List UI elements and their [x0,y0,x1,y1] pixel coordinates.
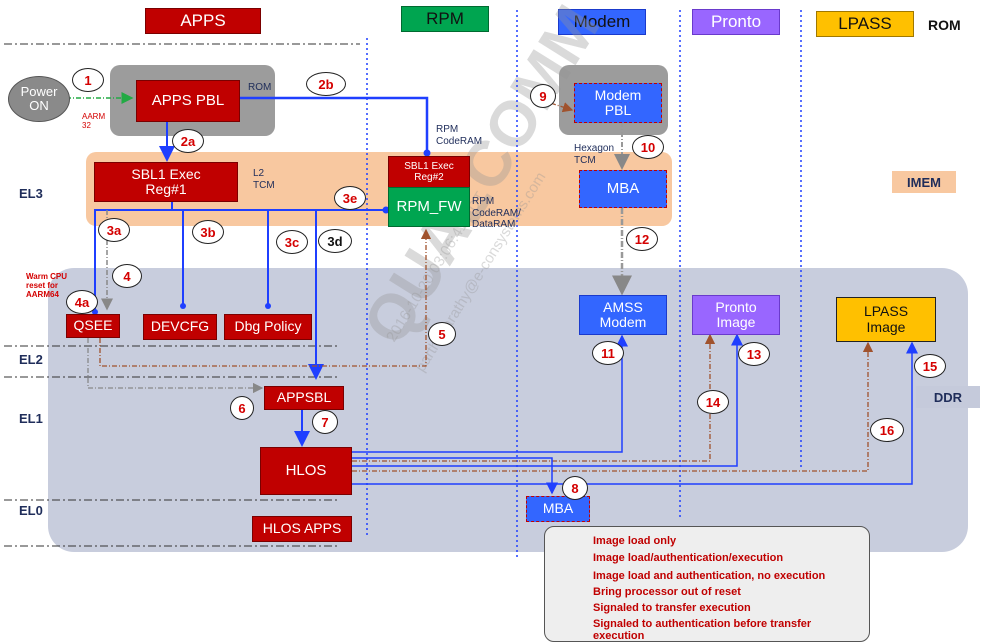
step-2a: 2a [172,129,204,153]
sbl1-exec-reg2-block: SBL1 Exec Reg#2 [388,156,470,188]
modem-header: Modem [558,9,646,35]
step-6: 6 [230,396,254,420]
step-3d: 3d [318,229,352,253]
el0-label: EL0 [19,503,43,518]
legend-signaled-auth: Signaled to authentication before transf… [593,618,812,643]
warm-cpu-reset-annotation: Warm CPU reset for AARM64 [26,272,68,300]
hlos-block: HLOS [260,447,352,495]
modem-pbl-label: Modem PBL [594,86,642,118]
hexagon-tcm-annotation: Hexagon TCM [574,143,615,166]
step-11: 11 [592,341,624,365]
step-2b: 2b [306,72,346,96]
rpm-fw-block: RPM_FW [388,187,470,227]
rpm-header: RPM [401,6,489,32]
legend-image-load-auth-no-exec: Image load and authentication, no execut… [593,570,826,582]
rom-label: ROM [928,17,961,33]
sbl1-exec-reg1-block: SBL1 Exec Reg#1 [94,162,238,202]
appsbl-block: APPSBL [264,386,344,410]
sbl1-exec-reg1-label: SBL1 Exec Reg#1 [131,165,201,197]
imem-label: IMEM [892,171,956,193]
sbl1-exec-reg2-label: SBL1 Exec Reg#2 [404,161,454,183]
step-10: 10 [632,135,664,159]
step-3e: 3e [334,186,366,210]
step-7: 7 [312,410,338,434]
step-16: 16 [870,418,904,442]
lpass-image-block: LPASS Image [836,297,936,342]
modem-pbl-block: Modem PBL [574,83,662,123]
el3-label: EL3 [19,186,43,201]
legend-bring-out-of-reset: Bring processor out of reset [593,586,741,598]
step-9: 9 [530,84,556,108]
pronto-image-label: Pronto Image [715,298,757,330]
step-14: 14 [697,390,729,414]
step-1: 1 [72,68,104,92]
pronto-header: Pronto [692,9,780,35]
step-5: 5 [428,322,456,346]
el2-label: EL2 [19,352,43,367]
pronto-image-block: Pronto Image [692,295,780,335]
rom-annotation: ROM [248,82,272,93]
hlos-apps-block: HLOS APPS [252,516,352,542]
dbg-policy-block: Dbg Policy [224,314,312,340]
legend-image-load-only: Image load only [593,535,677,547]
aarm32-annotation: AARM 32 [82,112,106,131]
step-3c: 3c [276,230,308,254]
amss-modem-label: AMSS Modem [599,298,647,330]
apps-pbl-block: APPS PBL [136,80,240,122]
step-12: 12 [626,227,658,251]
rpm-coderam-dataram-annotation: RPM CodeRAM/ DataRAM [472,196,521,230]
l2-tcm-annotation: L2 TCM [253,168,275,191]
qsee-block: QSEE [66,314,120,338]
step-8: 8 [562,476,588,500]
apps-header: APPS [145,8,261,34]
step-13: 13 [738,342,770,366]
legend-image-load-auth-exec: Image load/authentication/execution [593,552,784,564]
step-4a: 4a [66,290,98,314]
rpm-coderam-annotation: RPM CodeRAM [436,124,483,147]
legend-signaled-transfer: Signaled to transfer execution [593,602,751,614]
el1-label: EL1 [19,411,43,426]
step-3a: 3a [98,218,130,242]
legend-box [544,526,870,642]
mba-ddr-block: MBA [526,496,590,522]
devcfg-block: DEVCFG [143,314,217,340]
step-3b: 3b [192,220,224,244]
mba-imem-block: MBA [579,170,667,208]
step-4: 4 [112,264,142,288]
amss-modem-block: AMSS Modem [579,295,667,335]
step-15: 15 [914,354,946,378]
lpass-image-label: LPASS Image [863,303,909,335]
ddr-label: DDR [916,386,980,408]
power-on-label: Power ON [20,83,58,113]
power-on-node: Power ON [8,76,70,122]
lpass-header: LPASS [816,11,914,37]
